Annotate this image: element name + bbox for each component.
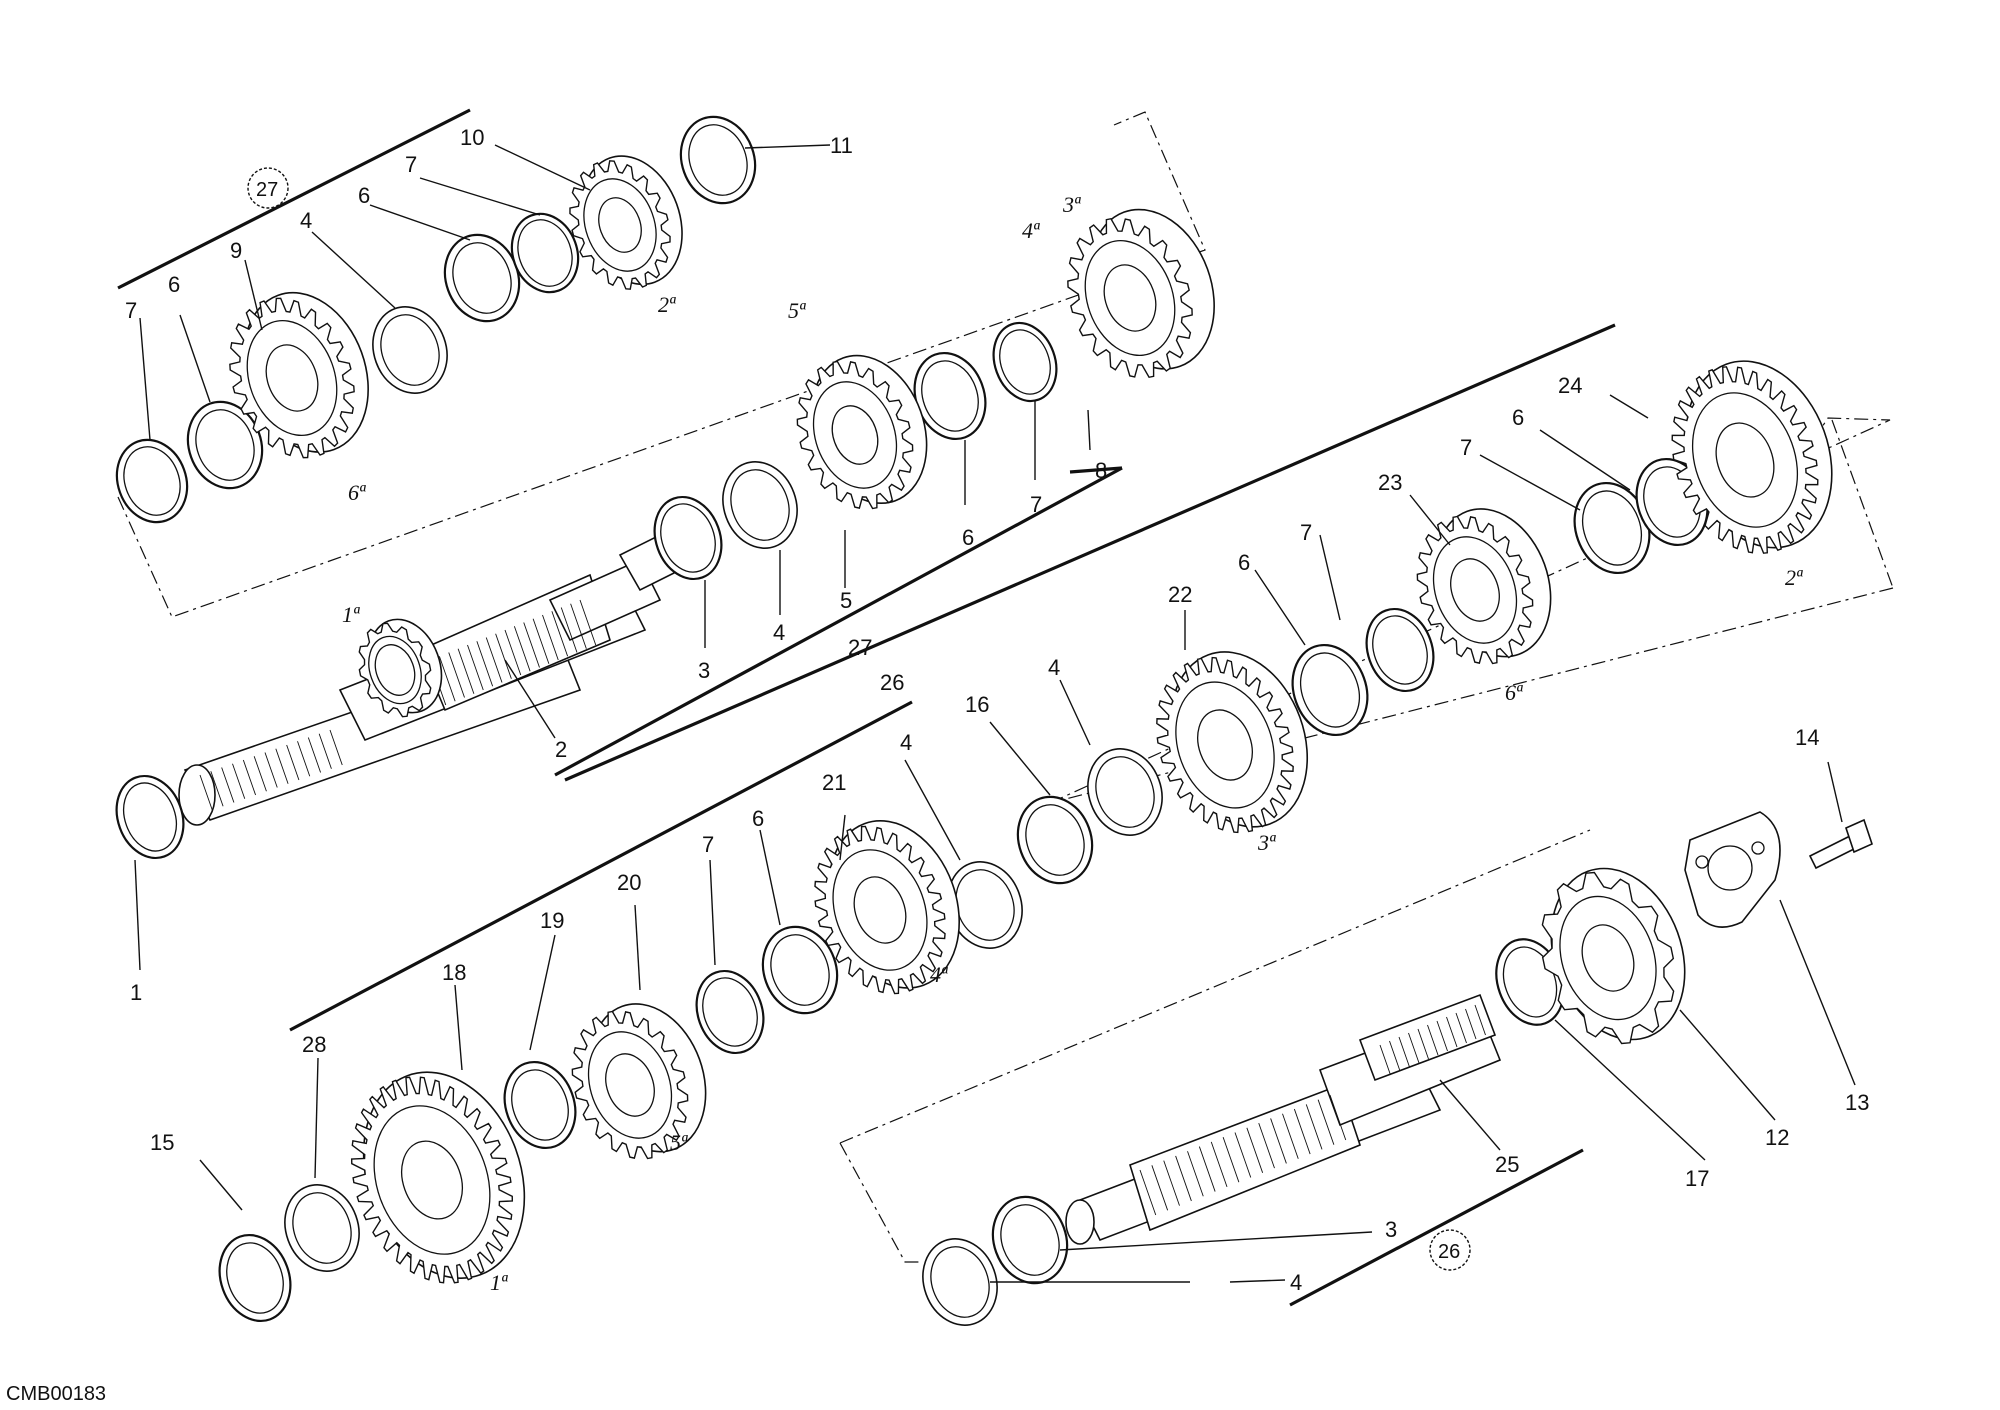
sprocket-body [1541, 867, 1686, 1045]
secondary-gears [350, 360, 1833, 1284]
part-label-6c: 6 [168, 272, 180, 297]
gear-ratio-labels: 2ª 4ª 3ª 5ª 6ª 1ª 2ª 6ª 3ª 4ª 5ª 1ª [342, 192, 1803, 1295]
part-label-4e: 4 [1048, 655, 1060, 680]
assembly-ref-27-text: 27 [256, 179, 278, 201]
part-label-6d: 6 [1238, 550, 1250, 575]
gear-label-6th-lower: 6ª [1505, 680, 1523, 705]
output-sprocket [1541, 867, 1686, 1045]
part-label-4b: 4 [300, 208, 312, 233]
part-label-6e: 6 [1512, 405, 1524, 430]
gear-primary-1st [358, 618, 443, 718]
part-label-23: 23 [1378, 470, 1402, 495]
part-label-5: 5 [840, 588, 852, 613]
gear-primary-2nd [569, 155, 683, 290]
gear-secondary-5th [571, 1003, 707, 1160]
part-label-19: 19 [540, 908, 564, 933]
part-label-21: 21 [822, 770, 846, 795]
part-label-7f: 7 [702, 832, 714, 857]
gear-secondary-3rd [1156, 651, 1309, 834]
sprocket-bolt [1808, 818, 1873, 870]
part-label-7c: 7 [125, 298, 137, 323]
part-label-25: 25 [1495, 1152, 1519, 1177]
gear-secondary-1st [350, 1071, 526, 1284]
secondary-needle-bearings [284, 748, 1163, 1326]
part-label-28: 28 [302, 1032, 326, 1057]
part-label-6b: 6 [358, 183, 370, 208]
part-label-3: 3 [698, 658, 710, 683]
gear-label-5th-lower: 5ª [670, 1130, 688, 1155]
part-label-7a: 7 [1030, 492, 1042, 517]
part-label-20: 20 [617, 870, 641, 895]
part-label-4d: 4 [900, 730, 912, 755]
gear-label-5th-upper: 5ª [788, 298, 806, 323]
gear-primary-5th [796, 354, 928, 510]
diagram-code: CMB00183 [6, 1383, 106, 1405]
gear-label-3rd-lower: 3ª [1257, 830, 1276, 855]
gear-label-2nd-upper: 2ª [658, 292, 676, 317]
gear-label-6th-upper: 6ª [348, 480, 366, 505]
part-label-8: 8 [1095, 458, 1107, 483]
part-label-4a: 4 [773, 620, 785, 645]
part-label-4c: 4 [1290, 1270, 1302, 1295]
assembly-ref-26-text: 26 [1438, 1241, 1460, 1263]
part-label-9: 9 [230, 238, 242, 263]
primary-washers [115, 115, 1058, 860]
gear-primary-3rd4th [1067, 208, 1215, 379]
secondary-shaft-assembly-outline [289, 323, 1894, 1307]
primary-needle-bearings [372, 306, 798, 549]
assembly-ref-26: 26 [1429, 1229, 1471, 1271]
part-label-6a: 6 [962, 525, 974, 550]
part-label-11: 11 [830, 133, 853, 158]
part-label-7e: 7 [1460, 435, 1472, 460]
part-label-2: 2 [555, 737, 567, 762]
sprocket-retaining-plate [1684, 811, 1781, 928]
part-label-13: 13 [1845, 1090, 1869, 1115]
secondary-washers [218, 457, 1709, 1323]
gear-secondary-2nd [1671, 360, 1833, 554]
gear-primary-6th [229, 291, 369, 459]
gear-label-4th-lower: 4ª [930, 962, 948, 987]
gear-label-4th-upper: 4ª [1022, 218, 1040, 243]
part-label-14: 14 [1795, 725, 1819, 750]
part-label-10: 10 [460, 125, 484, 150]
part-label-15: 15 [150, 1130, 174, 1155]
part-label-24: 24 [1558, 373, 1582, 398]
part-label-7d: 7 [1300, 520, 1312, 545]
part-label-12: 12 [1765, 1125, 1789, 1150]
part-number-labels: 1 2 3 4 5 6 7 8 9 10 11 4 6 7 6 7 12 13 … [125, 125, 1869, 1295]
gear-label-3rd-upper: 3ª [1062, 192, 1081, 217]
secondary-shaft [1065, 993, 1502, 1245]
leader-lines [134, 144, 1856, 1283]
assembly-ref-27: 27 [247, 167, 289, 209]
gear-secondary-6th [1416, 508, 1552, 665]
part-label-27: 27 [848, 635, 872, 660]
primary-gears [229, 155, 1215, 718]
gear-secondary-4th [814, 820, 960, 995]
part-label-18: 18 [442, 960, 466, 985]
part-label-16: 16 [965, 692, 989, 717]
part-label-1: 1 [130, 980, 142, 1005]
part-label-26: 26 [880, 670, 904, 695]
gear-label-2nd-lower: 2ª [1785, 565, 1803, 590]
primary-shaft-assembly-outline [117, 108, 1206, 777]
part-label-22: 22 [1168, 582, 1192, 607]
part-label-6f: 6 [752, 806, 764, 831]
gear-label-1st-upper: 1ª [342, 602, 360, 627]
part-label-17: 17 [1685, 1166, 1709, 1191]
part-label-3b: 3 [1385, 1217, 1397, 1242]
gear-label-1st-lower: 1ª [490, 1270, 508, 1295]
part-label-7b: 7 [405, 152, 417, 177]
